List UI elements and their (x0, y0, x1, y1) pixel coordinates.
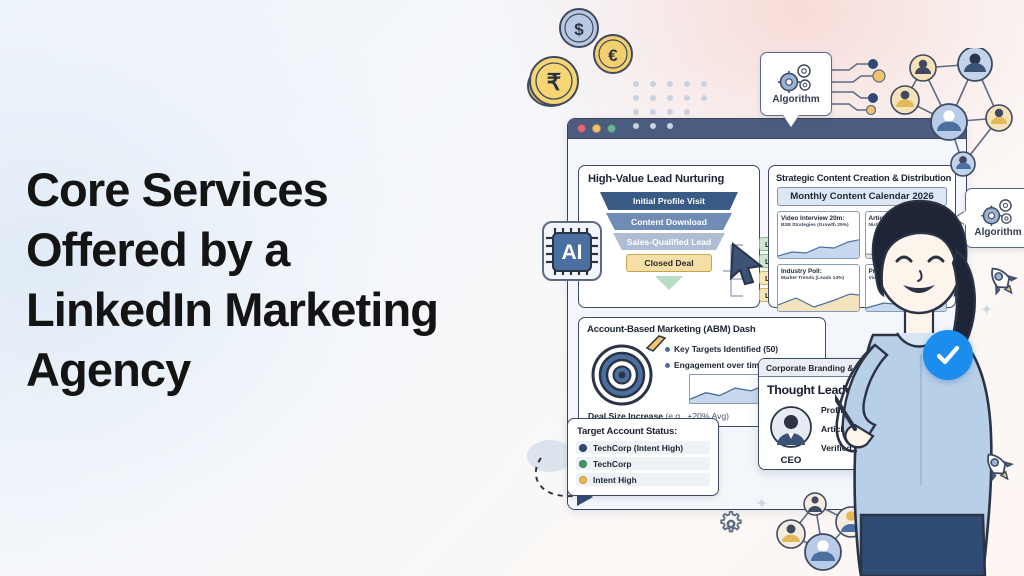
deal-size-value: (e.g., +20% Avg) (665, 411, 730, 421)
abm-bullet-2: Engagement over time (665, 360, 764, 370)
dart-icon (645, 335, 667, 352)
abm-bullet-1-label: Key Targets Identified (50) (674, 344, 779, 354)
content-card-heading: Industry Poll: (781, 268, 822, 275)
circuit-lines (831, 59, 886, 116)
status-row-3[interactable]: Intent High (576, 473, 710, 486)
ai-chip-icon: AI (542, 221, 602, 281)
bullet-dot-icon (665, 363, 670, 369)
deal-size-label: Deal Size Increase (588, 411, 664, 421)
illustration: $ € ₹ (505, 0, 1024, 576)
gears-icon (981, 199, 1012, 226)
network-people-top (890, 48, 1013, 177)
funnel-stage-2[interactable]: Content Download (606, 213, 732, 230)
algorithm-bubble-label: Algorithm (974, 227, 1022, 238)
title-line-1: Core Services (26, 163, 329, 216)
content-card-heading: Video Interview 20m: (781, 215, 845, 222)
status-card-title: Target Account Status: (577, 426, 678, 437)
dot-grid-decoration (633, 81, 707, 129)
maximize-icon[interactable] (607, 124, 616, 133)
bullet-dot-icon (665, 347, 670, 353)
algorithm-bubble-top[interactable]: Algorithm (760, 52, 832, 127)
content-card-sub: B2B Strategies (Growth 25%) (781, 223, 849, 228)
ghost-blob-decoration (527, 440, 573, 472)
abm-panel-title: Account-Based Marketing (ABM) Dash (587, 324, 756, 335)
algorithm-bubble-right[interactable]: Algorithm (955, 188, 1024, 248)
title-line-4: Agency (26, 343, 191, 397)
content-card[interactable]: Industry Poll: Market Trends (Leads 14%) (777, 264, 860, 312)
content-card[interactable]: Video Interview 20m: B2B Strategies (Gro… (777, 211, 860, 259)
title-line-2: Offered by a (26, 223, 290, 277)
ceo-avatar-block: CEO (767, 405, 815, 466)
funnel-stage-4[interactable]: Closed Deal (626, 254, 712, 272)
title-line-3: LinkedIn Marketing (26, 283, 439, 337)
status-dot-icon (579, 475, 587, 484)
ceo-label: CEO (780, 455, 802, 466)
check-icon (936, 345, 960, 365)
status-dot-icon (579, 459, 587, 468)
abm-bullet-1: Key Targets Identified (50) (665, 344, 778, 354)
sparkle-icon: ✦ (755, 496, 769, 513)
sparkline (778, 293, 859, 311)
coin-euro: € (593, 34, 633, 74)
svg-text:€: € (608, 46, 618, 65)
browser-titlebar (568, 119, 966, 139)
rocket-icon (987, 453, 1014, 482)
gears-icon (778, 64, 811, 93)
funnel-arrow-icon (655, 276, 683, 290)
verified-check-badge (923, 330, 973, 380)
sparkle-icon: ✦ (980, 302, 994, 319)
gear-icon (720, 510, 742, 533)
content-panel-title: Strategic Content Creation & Distributio… (776, 172, 952, 183)
status-row-2-label: TechCorp (593, 458, 632, 469)
svg-text:₹: ₹ (547, 69, 562, 95)
svg-text:$: $ (574, 20, 584, 39)
cursor-pen-icon (729, 242, 764, 286)
funnel-stage-3[interactable]: Sales-Qualified Lead (613, 233, 725, 250)
target-icon (591, 344, 653, 406)
avatar (770, 406, 812, 448)
coin-rupee: ₹ (527, 56, 579, 107)
content-calendar-bar[interactable]: Monthly Content Calendar 2026 (777, 187, 947, 206)
coin-dollar: $ (559, 8, 599, 48)
sparkline (778, 239, 859, 258)
content-card-sub: Market Trends (Leads 14%) (781, 276, 845, 281)
target-account-status-card: Target Account Status: TechCorp (Intent … (567, 418, 719, 496)
page-title: Core Services Offered by a LinkedIn Mark… (26, 160, 506, 401)
status-row-2[interactable]: TechCorp (576, 457, 710, 470)
status-row-1[interactable]: TechCorp (Intent High) (576, 441, 710, 454)
status-row-3-label: Intent High (593, 474, 637, 485)
deal-size-row: Deal Size Increase (e.g., +20% Avg) (588, 411, 729, 421)
funnel-stage-1[interactable]: Initial Profile Visit (600, 192, 738, 210)
close-icon[interactable] (577, 124, 586, 133)
person-illustration (835, 199, 993, 576)
status-row-1-label: TechCorp (Intent High) (593, 442, 684, 453)
minimize-icon[interactable] (592, 124, 601, 133)
status-dot-icon (579, 443, 587, 452)
lead-nurturing-title: High-Value Lead Nurturing (588, 173, 725, 185)
bubble-tail (783, 115, 799, 127)
abm-bullet-2-label: Engagement over time (674, 360, 764, 370)
svg-text:AI: AI (562, 241, 583, 264)
rocket-icon (991, 267, 1018, 296)
bubble-tail (955, 211, 966, 225)
algorithm-bubble-label: Algorithm (772, 94, 820, 105)
